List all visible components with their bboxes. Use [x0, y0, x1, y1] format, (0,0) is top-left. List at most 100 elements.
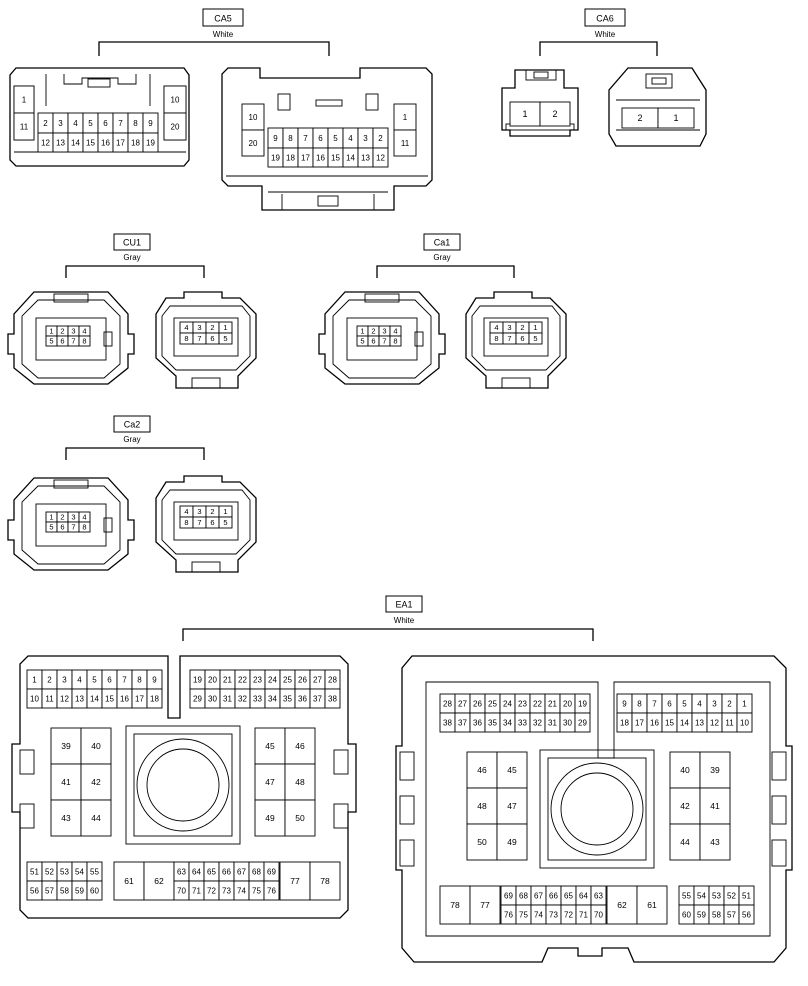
pin-cell: 10 — [26, 688, 43, 709]
pin-number: 63 — [594, 891, 603, 900]
pin-number: 2 — [727, 699, 732, 708]
pin-cell: 30 — [559, 712, 576, 733]
male-connector-housing — [155, 475, 257, 573]
pin-number: 6 — [210, 518, 214, 527]
pin-cell: 7 — [378, 335, 391, 347]
pin-number: 16 — [650, 718, 659, 727]
pin-cell: 5 — [327, 127, 344, 149]
pin-cell: 34 — [264, 688, 281, 709]
pin-cell: 78 — [309, 861, 341, 901]
pin-cell: 54 — [71, 861, 88, 882]
pin-number: 62 — [617, 900, 627, 910]
pin-number: 35 — [488, 718, 497, 727]
pin-number: 14 — [90, 694, 99, 703]
pin-cell: 3 — [357, 127, 374, 149]
pin-number: 18 — [620, 718, 629, 727]
pin-number: 42 — [680, 801, 690, 811]
pin-number: 31 — [223, 694, 232, 703]
pin-number: 2 — [378, 134, 383, 143]
pin-cell: 5 — [82, 112, 99, 134]
pin-number: 41 — [61, 777, 71, 787]
pin-cell: 41 — [699, 787, 731, 825]
pin-number: 3 — [382, 327, 386, 336]
pin-cell: 20 — [163, 112, 187, 141]
pin-number: 44 — [680, 837, 690, 847]
pin-cell: 73 — [218, 880, 235, 901]
pin-cell: 8 — [78, 335, 91, 347]
pin-number: 1 — [673, 113, 678, 123]
pin-cell: 4 — [691, 693, 708, 714]
pin-cell: 52 — [723, 885, 740, 906]
pin-number: 49 — [507, 837, 517, 847]
pin-number: 34 — [503, 718, 512, 727]
pin-cell: 35 — [279, 688, 296, 709]
pin-number: 8 — [82, 523, 86, 532]
pin-cell: 51 — [738, 885, 755, 906]
pin-number: 1 — [223, 323, 227, 332]
pin-number: 43 — [61, 813, 71, 823]
ca1-color-label: Gray — [433, 253, 450, 262]
pin-number: 25 — [283, 675, 292, 684]
pin-number: 6 — [520, 334, 524, 343]
pin-cell: 16 — [97, 132, 114, 153]
pin-number: 50 — [477, 837, 487, 847]
pin-number: 71 — [579, 910, 588, 919]
pin-cell: 23 — [514, 693, 531, 714]
pin-cell: 12 — [56, 688, 73, 709]
pin-number: 14 — [346, 153, 355, 162]
pin-number: 29 — [578, 718, 587, 727]
pin-cell: 21 — [544, 693, 561, 714]
pin-number: 19 — [193, 675, 202, 684]
pin-number: 8 — [184, 518, 188, 527]
pin-number: 26 — [473, 699, 482, 708]
pin-cell: 14 — [342, 147, 359, 168]
pin-cell: 14 — [67, 132, 84, 153]
pin-number: 12 — [41, 138, 50, 147]
pin-number: 53 — [712, 891, 721, 900]
pin-cell: 2 — [205, 321, 220, 334]
pin-number: 7 — [303, 134, 308, 143]
pin-number: 5 — [333, 134, 338, 143]
pin-cell: 17 — [112, 132, 129, 153]
pin-cell: 43 — [699, 823, 731, 861]
pin-number: 24 — [268, 675, 277, 684]
pin-cell: 50 — [466, 823, 498, 861]
female-connector-housing — [7, 291, 135, 385]
pin-cell: 8 — [179, 332, 194, 345]
ea1-group: EA1 White — [11, 595, 793, 963]
pin-cell: 11 — [13, 112, 35, 141]
pin-number: 7 — [652, 699, 657, 708]
pin-number: 9 — [273, 134, 278, 143]
pin-cell: 8 — [631, 693, 648, 714]
pin-number: 7 — [122, 675, 127, 684]
pin-number: 21 — [223, 675, 232, 684]
pin-number: 15 — [665, 718, 674, 727]
ca5-color-label: White — [213, 30, 234, 39]
pin-cell: 2 — [56, 511, 69, 523]
pin-number: 39 — [61, 741, 71, 751]
pin-number: 6 — [210, 334, 214, 343]
pin-cell: 63 — [590, 885, 607, 906]
pin-number: 8 — [393, 337, 397, 346]
pin-cell: 2 — [56, 325, 69, 337]
pin-cell: 12 — [372, 147, 389, 168]
pin-cell: 5 — [218, 516, 233, 529]
gray-connector-groups: CU1 Gray Ca1 Gray Ca2 Gray — [7, 233, 567, 573]
pin-number: 31 — [548, 718, 557, 727]
pin-number: 7 — [382, 337, 386, 346]
pin-number: 64 — [579, 891, 588, 900]
pin-number: 75 — [519, 910, 528, 919]
pin-number: 2 — [60, 327, 64, 336]
pin-number: 62 — [154, 876, 164, 886]
pin-number: 4 — [184, 507, 188, 516]
pin-number: 42 — [91, 777, 101, 787]
ca6-color-label: White — [595, 30, 616, 39]
pin-number: 10 — [740, 718, 749, 727]
pin-number: 41 — [710, 801, 720, 811]
pin-cell: 15 — [327, 147, 344, 168]
pin-cell: 76 — [263, 880, 280, 901]
pin-cell: 3 — [56, 669, 73, 690]
pin-number: 2 — [371, 327, 375, 336]
ea1-right-connector — [395, 655, 793, 963]
pin-cell: 7 — [502, 332, 517, 345]
